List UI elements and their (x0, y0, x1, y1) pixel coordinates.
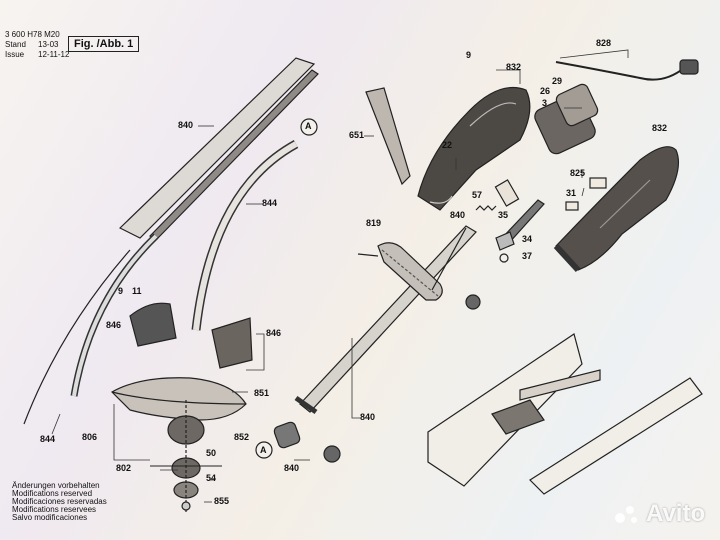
label-34: 34 (522, 234, 533, 244)
label-852: 852 (234, 432, 250, 442)
label-26: 26 (540, 86, 551, 96)
label-31: 31 (566, 188, 577, 198)
spring-840 (475, 205, 497, 211)
label-A-top: A (305, 121, 312, 131)
spool-head (167, 400, 205, 512)
stand-value: 13-03 (38, 40, 59, 49)
footer-line-es: Modificaciones reservadas (12, 497, 107, 506)
label-9-left: 9 (118, 286, 124, 296)
label-3: 3 (542, 98, 548, 108)
label-9-top: 9 (466, 50, 472, 60)
housing-832-right (553, 146, 679, 273)
cable-844-left-thin (23, 249, 131, 425)
guard-846-right (211, 317, 253, 369)
label-840-bottom: 840 (284, 463, 300, 473)
label-11: 11 (132, 286, 142, 296)
screw-37 (499, 253, 509, 263)
label-54: 54 (206, 473, 217, 483)
label-844-bottom: 844 (40, 434, 56, 444)
footer-notes: Änderungen vorbehalten Modifications res… (12, 482, 107, 522)
label-846-left: 846 (106, 320, 122, 330)
footer-line-de: Änderungen vorbehalten (12, 481, 100, 490)
label-832-right: 832 (652, 123, 668, 133)
housing-832-left (417, 86, 531, 211)
label-802: 802 (116, 463, 132, 473)
label-846-right: 846 (266, 328, 282, 338)
part-31 (565, 201, 579, 211)
label-57: 57 (472, 190, 483, 200)
issue-value: 12-11-12 (38, 50, 70, 59)
handle-819 (357, 227, 467, 301)
cable-828 (555, 61, 685, 81)
issue-label: Issue (5, 50, 25, 59)
footer-line-es2: Salvo modificaciones (12, 513, 88, 522)
guard-846-left (129, 302, 177, 347)
stand-label: Stand (5, 40, 26, 49)
label-840-mid: 840 (450, 210, 466, 220)
part-57 (494, 179, 520, 207)
footer-line-en: Modifications reserved (12, 489, 93, 498)
marker-A-top (300, 118, 318, 136)
watermark-text: Avito (646, 500, 706, 527)
figure-label: Fig. /Abb. 1 (68, 36, 140, 52)
label-819: 819 (366, 218, 382, 228)
label-851: 851 (254, 388, 270, 398)
label-840-right: 840 (360, 412, 376, 422)
label-A-bottom: A (260, 445, 267, 455)
label-832-top: 832 (506, 62, 522, 72)
label-825: 825 (570, 168, 586, 178)
guard-851 (111, 377, 247, 421)
label-855: 855 (214, 496, 230, 506)
plug-828 (679, 59, 699, 75)
label-806: 806 (82, 432, 98, 442)
label-22: 22 (442, 140, 453, 150)
label-828: 828 (596, 38, 612, 48)
part-651 (365, 87, 411, 186)
rod-844-upper (191, 140, 299, 331)
part-57-right (589, 177, 607, 189)
knob-819 (465, 294, 481, 310)
leader-lines (51, 49, 629, 503)
label-50: 50 (206, 448, 217, 458)
label-29: 29 (552, 76, 563, 86)
avito-logo-icon (615, 506, 637, 523)
motor-825 (534, 83, 599, 155)
coupling-A-bottom (255, 421, 341, 463)
label-844-upper: 844 (262, 198, 278, 208)
label-840-top: 840 (178, 120, 194, 130)
packaging-box (427, 333, 703, 495)
label-651: 651 (349, 130, 365, 140)
part-number: 3 600 H78 M20 (5, 30, 60, 39)
label-35: 35 (498, 210, 509, 220)
footer-line-fr: Modifications reservees (12, 505, 97, 514)
label-37: 37 (522, 251, 533, 261)
part-34 (495, 231, 515, 251)
